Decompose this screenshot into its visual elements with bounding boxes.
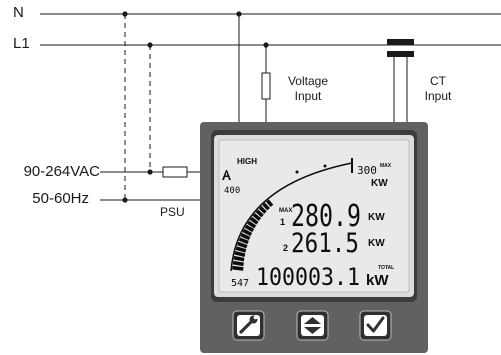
neutral-label: N bbox=[13, 4, 24, 21]
high-label: HIGH bbox=[237, 157, 257, 166]
ct-input-label: CT Input bbox=[418, 74, 458, 104]
junction-dot bbox=[122, 11, 128, 17]
bargraph-segment bbox=[249, 216, 259, 225]
bargraph-segment bbox=[258, 206, 267, 214]
row1-value: 280.9 bbox=[291, 199, 361, 234]
bargraph-segment bbox=[237, 241, 248, 249]
bargraph-segment bbox=[240, 232, 251, 241]
bargraph-segment bbox=[234, 251, 246, 258]
bargraph-segment bbox=[266, 199, 274, 208]
voltage-input-label: Voltage Input bbox=[280, 74, 336, 104]
total-small-value: 547 bbox=[231, 278, 249, 289]
supply-voltage-label: 90-264VAC bbox=[23, 163, 100, 180]
voltage-input-line2: Input bbox=[294, 89, 322, 103]
alarm-icon bbox=[222, 170, 231, 180]
total-unit: kW bbox=[366, 272, 389, 289]
row1-unit: KW bbox=[368, 212, 385, 223]
bargraph-segment bbox=[238, 237, 249, 245]
bargraph-marker bbox=[323, 164, 327, 168]
total-tag: TOTAL bbox=[378, 265, 394, 271]
scale-max-tag: MAX bbox=[380, 163, 392, 169]
voltage-input-line1: Voltage bbox=[287, 74, 329, 88]
bargraph-segment bbox=[252, 213, 262, 221]
fuse bbox=[162, 166, 188, 178]
scale-max-value: 300 bbox=[357, 164, 377, 177]
current-transformer bbox=[387, 39, 414, 45]
checkmark-icon bbox=[366, 316, 385, 333]
wrench-icon bbox=[239, 315, 258, 334]
bargraph-segment bbox=[262, 202, 270, 211]
bargraph bbox=[232, 199, 274, 271]
ct-input-line2: Input bbox=[424, 89, 452, 103]
wrench-button[interactable] bbox=[232, 310, 265, 341]
lcd-screen bbox=[218, 139, 410, 293]
bargraph-segment bbox=[247, 220, 257, 229]
row2-index: 2 bbox=[283, 243, 288, 253]
bargraph-segment bbox=[232, 260, 244, 267]
psu-label: PSU bbox=[160, 205, 185, 219]
bargraph-segment bbox=[232, 265, 244, 271]
total-value: 100003.1 bbox=[256, 263, 360, 291]
ct-input-line1: CT bbox=[430, 74, 446, 88]
scale-low-label: 400 bbox=[224, 186, 240, 196]
live-label: L1 bbox=[13, 35, 30, 52]
junction-dot bbox=[236, 11, 242, 17]
row1-index: 1 bbox=[280, 217, 285, 227]
bargraph-segment bbox=[233, 255, 245, 262]
supply-frequency-label: 50-60Hz bbox=[32, 190, 89, 207]
voltage-fuse bbox=[261, 72, 271, 100]
navigate-button[interactable] bbox=[296, 310, 329, 341]
bargraph-segment bbox=[242, 228, 253, 237]
scale-max-unit: KW bbox=[371, 178, 388, 189]
row2-value: 261.5 bbox=[291, 228, 359, 259]
current-transformer bbox=[387, 51, 414, 57]
row1-tag: MAX bbox=[279, 208, 292, 214]
bargraph-segment bbox=[235, 246, 247, 253]
confirm-button[interactable] bbox=[359, 310, 392, 341]
bargraph-segment bbox=[244, 224, 255, 233]
bargraph-marker bbox=[295, 170, 299, 174]
bargraph-arc bbox=[230, 162, 353, 272]
row2-unit: KW bbox=[368, 238, 385, 249]
up-down-arrow-icon bbox=[304, 317, 321, 334]
bargraph-segment bbox=[255, 209, 264, 218]
